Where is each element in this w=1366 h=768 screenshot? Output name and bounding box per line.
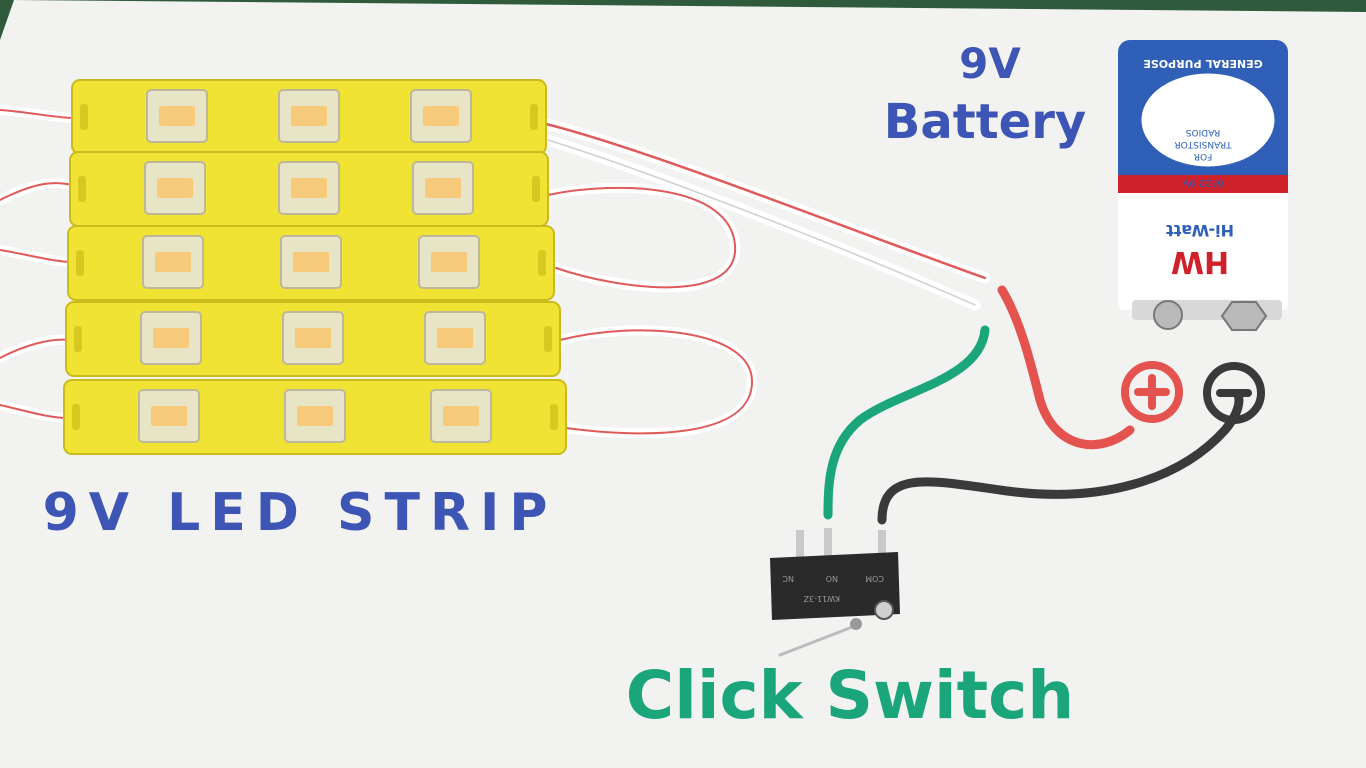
led-strip-group (63, 79, 567, 455)
led-module (71, 79, 547, 155)
switch-model: KW11-3Z (803, 594, 840, 603)
led-chip (437, 328, 473, 348)
right-wire-loops (540, 118, 991, 439)
led-chip (155, 252, 191, 272)
switch-lever (778, 622, 862, 657)
green-switch-line (823, 325, 990, 520)
battery-terminal-negative (1220, 301, 1268, 331)
led-module (67, 225, 555, 301)
left-wire-loops (0, 105, 80, 423)
battery-type: BATTERY (1180, 164, 1225, 175)
battery-for: FOR (1194, 151, 1213, 161)
led-module (63, 379, 567, 455)
click-switch-label: Click Switch (626, 657, 1074, 734)
led-chip (293, 252, 329, 272)
led-chip (159, 106, 195, 126)
led-chip (157, 178, 193, 198)
battery-purpose: GENERAL PURPOSE (1143, 57, 1262, 70)
led-chip (151, 406, 187, 426)
minus-terminal-icon (1203, 362, 1265, 424)
led-chip (425, 178, 461, 198)
led-module (65, 301, 561, 377)
battery-9v: 6F22 9V BATTERY FOR TRANSISTOR RADIOS GE… (1118, 40, 1288, 331)
switch-pin-com: COM (865, 574, 884, 583)
led-strip-label: 9V LED STRIP (43, 483, 558, 543)
battery-brand-logo: HW (1171, 244, 1229, 279)
switch-pin-nc: NC (782, 574, 794, 583)
plus-terminal-icon (1121, 361, 1183, 423)
red-positive-line (997, 285, 1135, 450)
click-switch: NC NO COM KW11-3Z (770, 528, 900, 657)
led-chip (297, 406, 333, 426)
led-chip (153, 328, 189, 348)
battery-brand-name: Hi-Watt (1166, 221, 1234, 240)
led-chip (295, 328, 331, 348)
battery-model: 6F22 9V (1182, 177, 1223, 188)
led-chip (291, 178, 327, 198)
led-chip (431, 252, 467, 272)
led-module (69, 151, 549, 227)
switch-pin-no: NO (826, 574, 838, 583)
battery-terminal-positive (1153, 300, 1183, 330)
led-chip (443, 406, 479, 426)
battery-name-label: Battery (884, 94, 1086, 150)
battery-use1: TRANSISTOR (1174, 139, 1232, 149)
battery-voltage-label: 9V (959, 39, 1021, 88)
led-chip (423, 106, 459, 126)
led-chip (291, 106, 327, 126)
battery-use2: RADIOS (1186, 127, 1221, 137)
